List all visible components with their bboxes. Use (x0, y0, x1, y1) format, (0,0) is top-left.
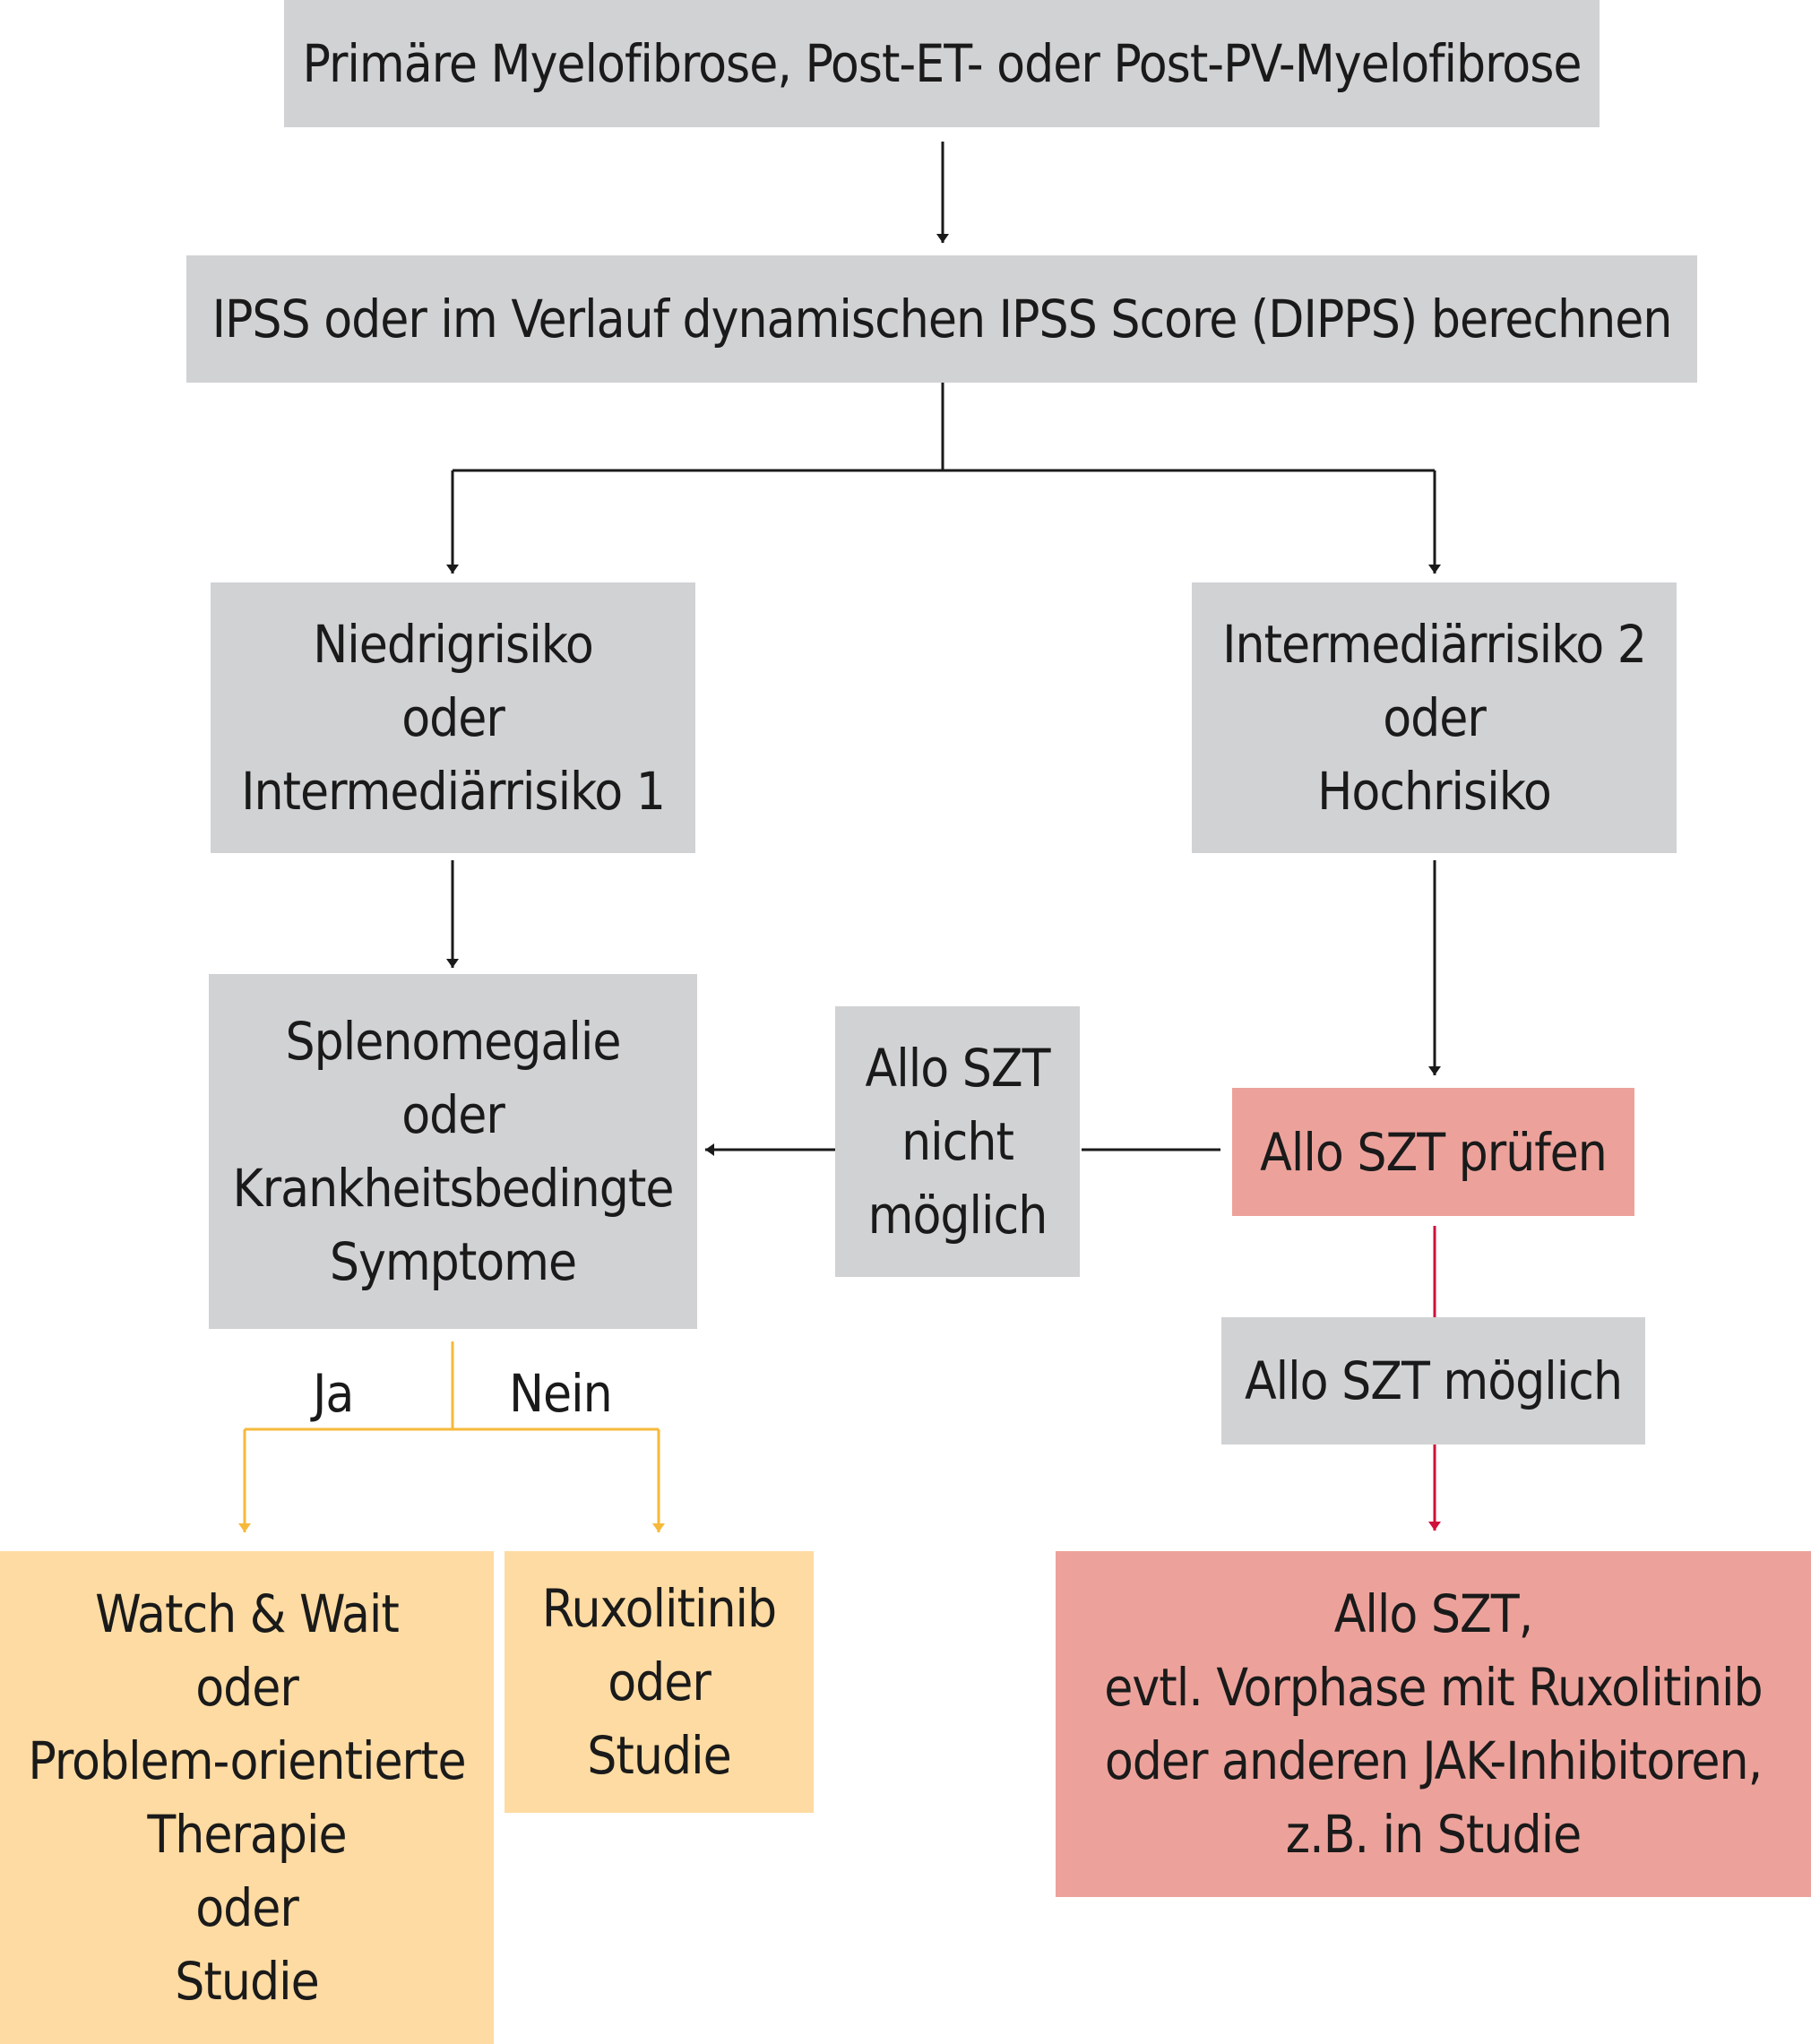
high-risk-line-2: oder (1383, 687, 1487, 748)
allo-not-possible-line-3: möglich (867, 1185, 1048, 1246)
symptoms-line-1: Splenomegalie (285, 1011, 621, 1072)
start-box: Primäre Myelofibrose, Post-ET- oder Post… (284, 0, 1600, 127)
allo-check-text: Allo SZT prüfen (1260, 1121, 1608, 1183)
ruxolitinib-line-1: Ruxolitinib (541, 1578, 777, 1639)
symptoms-line-4: Symptome (329, 1231, 577, 1292)
high-risk-box: Intermediärrisiko 2 oder Hochrisiko (1192, 582, 1677, 853)
high-risk-line-3: Hochrisiko (1317, 761, 1552, 822)
low-risk-box: Niedrigrisiko oder Intermediärrisiko 1 (211, 582, 695, 853)
score-box: IPSS oder im Verlauf dynamischen IPSS Sc… (186, 255, 1697, 383)
allo-szt-line-3: oder anderen JAK-Inhibitoren, (1104, 1730, 1763, 1791)
no-label: Nein (509, 1363, 613, 1424)
yes-label: Ja (313, 1363, 354, 1424)
low-risk-line-1: Niedrigrisiko (313, 614, 594, 675)
allo-not-possible-line-2: nicht (901, 1111, 1014, 1172)
watch-wait-line-3: Problem-orientierte (28, 1730, 466, 1791)
watch-wait-box: Watch & Wait oder Problem-orientierte Th… (0, 1551, 494, 2044)
ruxolitinib-box: Ruxolitinib oder Studie (504, 1551, 814, 1813)
allo-szt-box: Allo SZT, evtl. Vorphase mit Ruxolitinib… (1056, 1551, 1811, 1897)
watch-wait-line-5: oder (195, 1877, 299, 1938)
allo-not-possible-box: Allo SZT nicht möglich (835, 1006, 1080, 1277)
symptoms-box: Splenomegalie oder Krankheitsbedingte Sy… (209, 974, 697, 1329)
low-risk-line-3: Intermediärrisiko 1 (241, 761, 666, 822)
watch-wait-line-2: oder (195, 1657, 299, 1718)
allo-possible-text: Allo SZT möglich (1244, 1350, 1623, 1411)
high-risk-line-1: Intermediärrisiko 2 (1222, 614, 1647, 675)
ruxolitinib-line-2: oder (608, 1652, 711, 1712)
allo-not-possible-line-1: Allo SZT (865, 1038, 1051, 1099)
allo-szt-line-4: z.B. in Studie (1285, 1804, 1582, 1865)
low-risk-line-2: oder (401, 687, 505, 748)
watch-wait-line-1: Watch & Wait (95, 1583, 400, 1644)
score-text: IPSS oder im Verlauf dynamischen IPSS Sc… (211, 289, 1673, 349)
allo-check-box: Allo SZT prüfen (1232, 1088, 1634, 1216)
allo-szt-line-2: evtl. Vorphase mit Ruxolitinib (1104, 1657, 1763, 1718)
allo-possible-box: Allo SZT möglich (1221, 1317, 1645, 1445)
watch-wait-line-6: Studie (175, 1951, 319, 2012)
start-text: Primäre Myelofibrose, Post-ET- oder Post… (302, 33, 1582, 94)
allo-szt-line-1: Allo SZT, (1333, 1583, 1533, 1644)
ruxolitinib-line-3: Studie (587, 1725, 731, 1786)
symptoms-line-2: oder (401, 1084, 505, 1145)
symptoms-line-3: Krankheitsbedingte (232, 1158, 675, 1219)
watch-wait-line-4: Therapie (147, 1804, 347, 1865)
